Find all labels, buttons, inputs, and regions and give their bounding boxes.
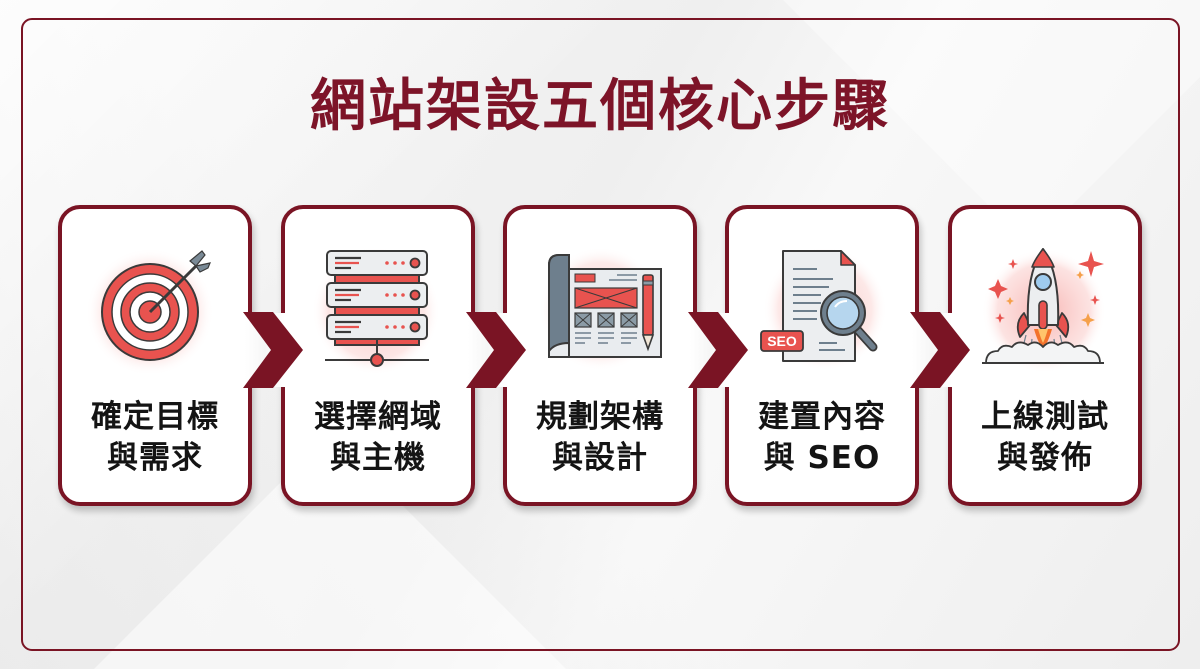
- arrow-right-icon: [243, 312, 303, 388]
- page-title: 網站架設五個核心步驟: [310, 74, 890, 139]
- step-label: 選擇網域 與主機: [314, 399, 442, 476]
- step-card-4: SEO 建置內容 與 SEO: [725, 205, 919, 506]
- seo-document-icon: SEO: [755, 239, 889, 373]
- arrow-right-icon: [910, 312, 970, 388]
- step-card-1: 確定目標 與需求: [58, 205, 252, 506]
- server-icon: [311, 239, 445, 373]
- outer-frame: [21, 18, 1180, 651]
- step-card-5: 上線測試 與發佈: [948, 205, 1142, 506]
- seo-badge: SEO: [767, 333, 797, 349]
- step-label: 建置內容 與 SEO: [758, 399, 886, 476]
- target-icon: [88, 239, 222, 373]
- rocket-icon: [978, 239, 1112, 373]
- step-card-3: 規劃架構 與設計: [503, 205, 697, 506]
- arrow-right-icon: [466, 312, 526, 388]
- step-label: 上線測試 與發佈: [981, 399, 1109, 476]
- step-card-2: 選擇網域 與主機: [281, 205, 475, 506]
- wireframe-blueprint-icon: [533, 239, 667, 373]
- step-label: 確定目標 與需求: [91, 399, 219, 476]
- step-label: 規劃架構 與設計: [536, 399, 664, 476]
- arrow-right-icon: [688, 312, 748, 388]
